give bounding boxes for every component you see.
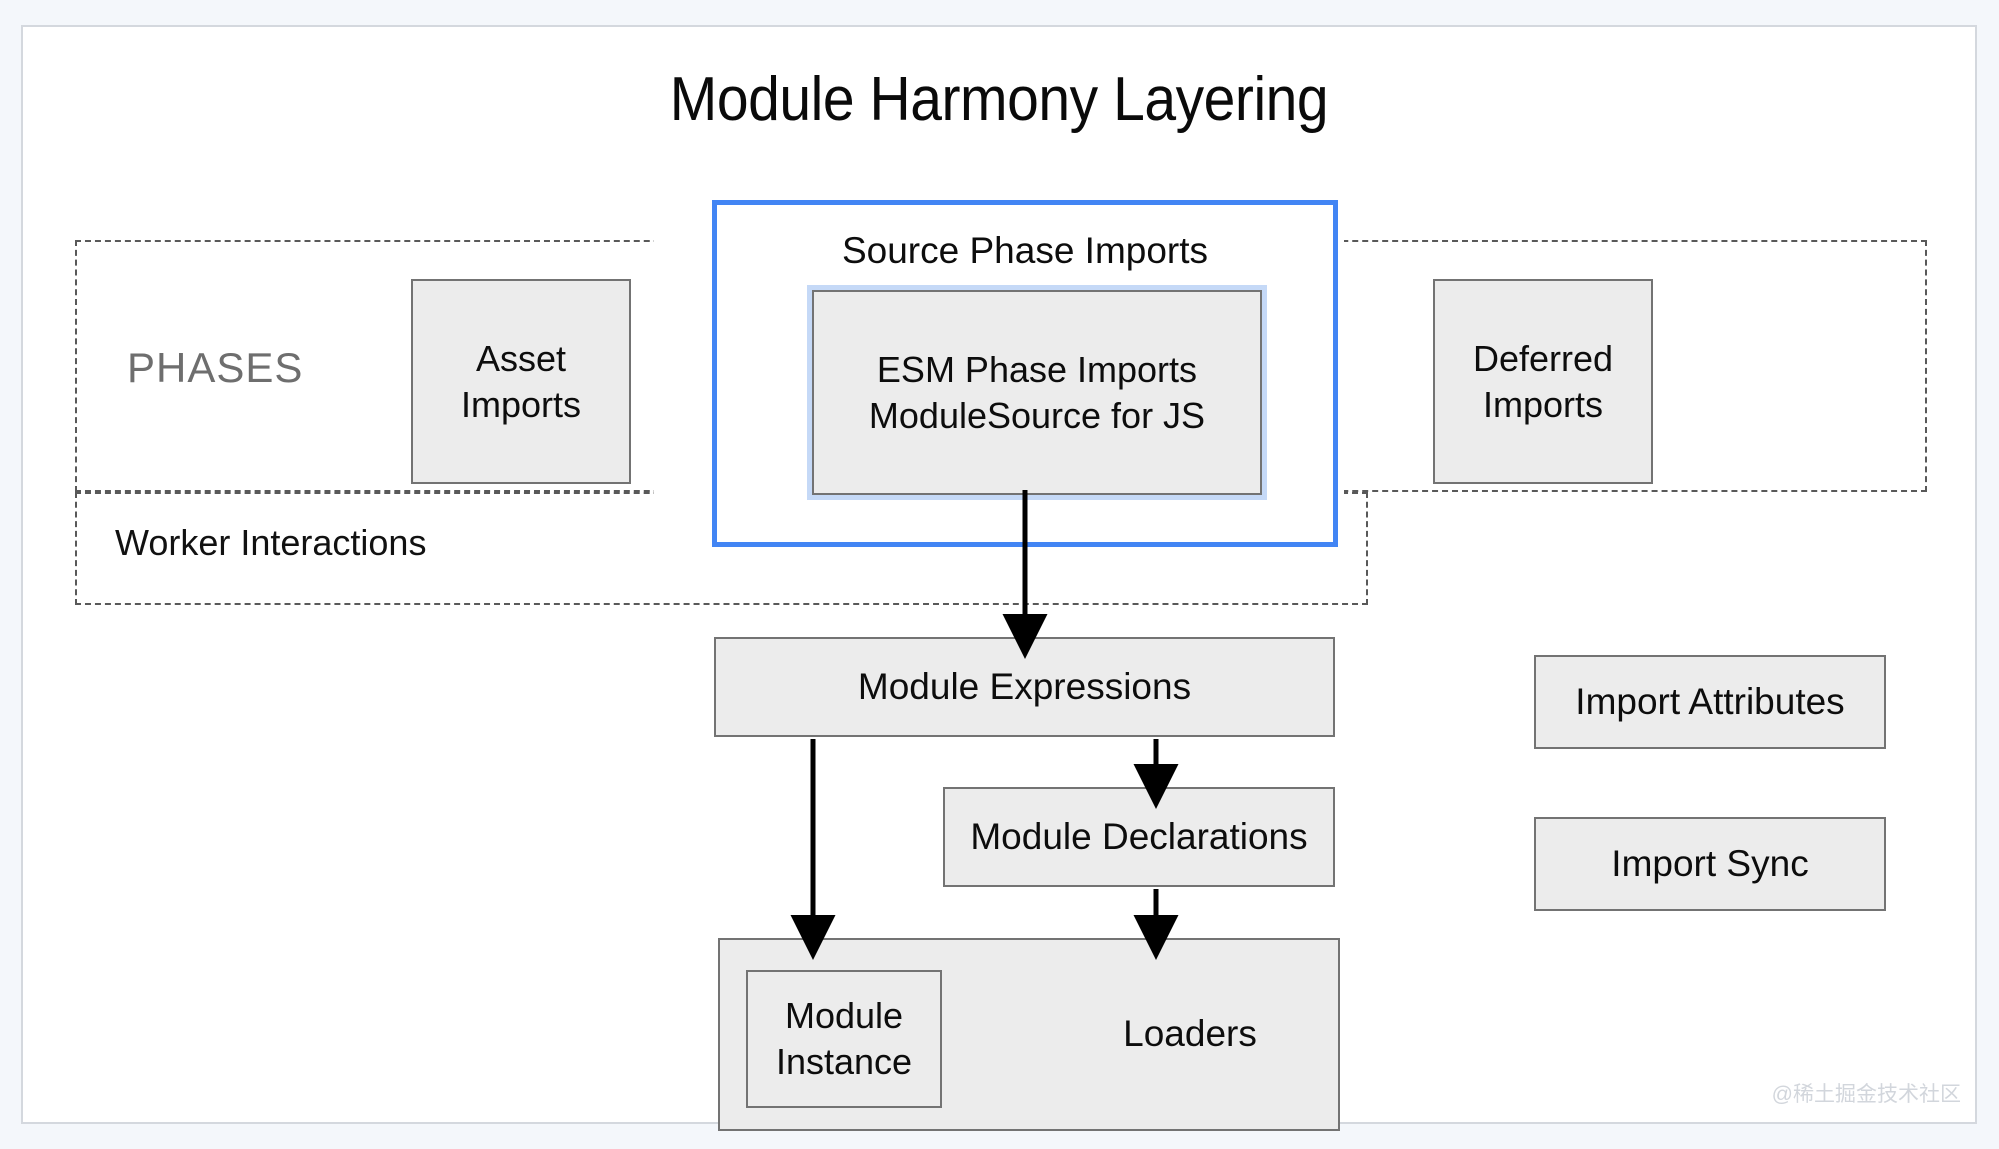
node-module-declarations[interactable]: Module Declarations [943, 787, 1335, 887]
node-import-attributes[interactable]: Import Attributes [1534, 655, 1886, 749]
page-title: Module Harmony Layering [669, 65, 1329, 134]
node-source-phase-imports[interactable]: Source Phase Imports ESM Phase Imports M… [712, 200, 1338, 547]
source-phase-imports-label: Source Phase Imports [841, 230, 1209, 271]
node-import-sync[interactable]: Import Sync [1534, 817, 1886, 911]
node-loaders[interactable]: Loaders Module Instance [718, 938, 1340, 1131]
phases-group-label: PHASES [127, 344, 304, 391]
diagram-canvas: Module Harmony Layering PHASES Worker In… [21, 25, 1977, 1131]
node-module-instance[interactable]: Module Instance [746, 970, 942, 1108]
loaders-label: Loaders [1123, 1013, 1257, 1054]
node-module-expressions[interactable]: Module Expressions [714, 637, 1335, 737]
node-asset-imports[interactable]: Asset Imports [411, 279, 631, 484]
node-esm-phase-imports[interactable]: ESM Phase Imports ModuleSource for JS [807, 285, 1267, 500]
node-deferred-imports[interactable]: Deferred Imports [1433, 279, 1653, 484]
worker-interactions-label: Worker Interactions [115, 522, 427, 563]
watermark: @稀土掘金技术社区 [1771, 1083, 1961, 1106]
